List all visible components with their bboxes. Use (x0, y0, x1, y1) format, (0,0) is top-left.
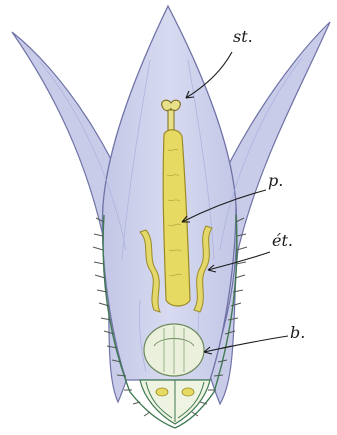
label-pollen: p. (268, 171, 283, 190)
label-stamen: ét. (272, 231, 293, 250)
ovary (144, 324, 204, 376)
label-bud: b. (290, 323, 305, 342)
receptacle (140, 380, 210, 424)
label-style: st. (233, 27, 253, 46)
